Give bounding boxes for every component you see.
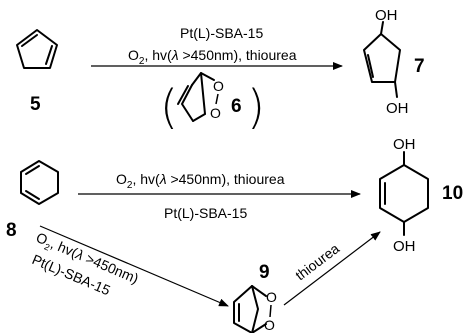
compound-label-7: 7 (414, 56, 425, 77)
o2-subscript: 2 (43, 242, 52, 253)
conditions-rest: >450nm), thiourea (179, 47, 297, 63)
left-parenthesis: ( (160, 80, 178, 134)
hydroxyl-bottom-10: OH (393, 238, 416, 255)
hv-text: , hv( (132, 171, 160, 187)
cyclopentenediol-structure (363, 21, 401, 98)
reagent-conditions-top: O2, hv(λ >450nm), thiourea (128, 47, 297, 67)
reaction-arrow-diagonal (39, 225, 229, 307)
compound-label-6: 6 (231, 96, 242, 117)
reagent-conditions-middle: O2, hv(λ >450nm), thiourea (116, 171, 285, 191)
o2-symbol: O (116, 171, 127, 187)
cyclopentadiene-structure (16, 29, 58, 69)
compound-label-5: 5 (30, 94, 41, 115)
lambda-symbol: λ (159, 171, 167, 187)
hydroxyl-bottom-7: OH (386, 100, 409, 117)
conditions-rest: >450nm), thiourea (167, 171, 285, 187)
endoperoxide-9-structure (233, 285, 267, 333)
reagent-catalyst-top: Pt(L)-SBA-15 (180, 25, 263, 41)
cyclohexenediol-structure (379, 151, 429, 236)
right-parenthesis: ) (247, 80, 265, 134)
peroxide-bond (215, 93, 219, 105)
compound-label-10: 10 (442, 183, 463, 204)
hydroxyl-top-10: OH (393, 136, 416, 153)
o2-subscript: 2 (139, 56, 145, 67)
peroxide-oxygen-2: O (210, 105, 221, 121)
peroxide-bond-9 (269, 304, 272, 318)
endoperoxide-6-structure (177, 72, 215, 122)
o2-symbol: O (128, 47, 139, 63)
hv-text: , hv( (144, 47, 172, 63)
peroxide-oxygen-3: O (266, 289, 277, 305)
reaction-arrow-thiourea (283, 231, 381, 306)
compound-label-9: 9 (259, 262, 270, 283)
hydroxyl-top-7: OH (375, 7, 398, 24)
reagent-catalyst-middle: Pt(L)-SBA-15 (164, 205, 247, 221)
reagent-thiourea-diagonal: thiourea (292, 240, 342, 283)
o2-subscript: 2 (127, 180, 133, 191)
cyclohexadiene-structure (20, 160, 59, 205)
compound-label-8: 8 (6, 220, 17, 241)
peroxide-oxygen-1: O (213, 78, 224, 94)
peroxide-oxygen-4: O (264, 317, 275, 333)
lambda-symbol: λ (171, 47, 179, 63)
